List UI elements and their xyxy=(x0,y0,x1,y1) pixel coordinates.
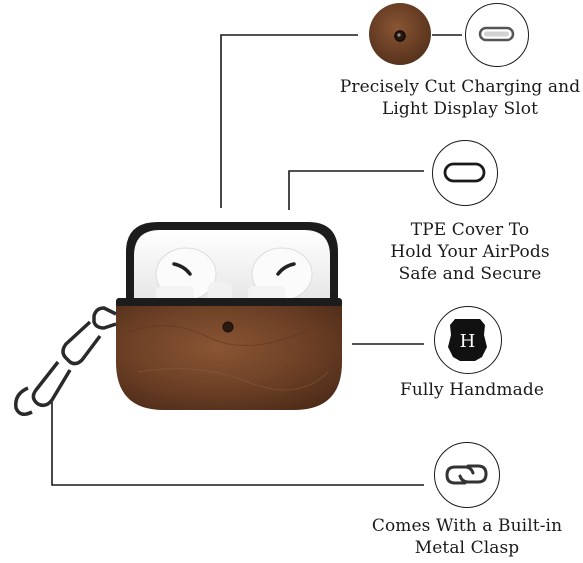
metal-clasp xyxy=(14,306,117,416)
feature-line: Light Display Slot xyxy=(382,99,538,119)
feature-label-charging-slot: Precisely Cut Charging and Light Display… xyxy=(336,76,583,120)
connector-charging xyxy=(220,34,358,208)
handmade-leather-badge-icon: H xyxy=(434,306,502,374)
feature-line: Precisely Cut Charging and xyxy=(339,77,581,97)
feature-label-tpe-cover: TPE Cover To Hold Your AirPods Safe and … xyxy=(370,219,570,285)
feature-label-handmade: Fully Handmade xyxy=(372,379,572,401)
connector-tpe xyxy=(288,170,424,210)
feature-line: TPE Cover To xyxy=(410,220,530,240)
feature-line: Fully Handmade xyxy=(399,380,544,400)
feature-label-clasp: Comes With a Built-in Metal Clasp xyxy=(352,515,582,559)
tpe-ring-icon xyxy=(432,140,498,206)
led-slot xyxy=(222,321,234,333)
feature-line: Safe and Secure xyxy=(398,264,542,284)
feature-line: Hold Your AirPods xyxy=(390,242,550,262)
connector-clasp xyxy=(51,402,424,486)
airpods-case-image xyxy=(14,222,342,416)
carabiner-clasp-icon xyxy=(434,442,500,508)
leather-body xyxy=(116,306,342,410)
feature-line: Comes With a Built-in xyxy=(371,516,563,536)
case-rim xyxy=(116,298,342,308)
feature-line: Metal Clasp xyxy=(414,538,520,558)
badge-letter: H xyxy=(460,331,476,352)
leather-slot-closeup-icon xyxy=(368,2,432,66)
charging-port-icon xyxy=(465,3,529,67)
